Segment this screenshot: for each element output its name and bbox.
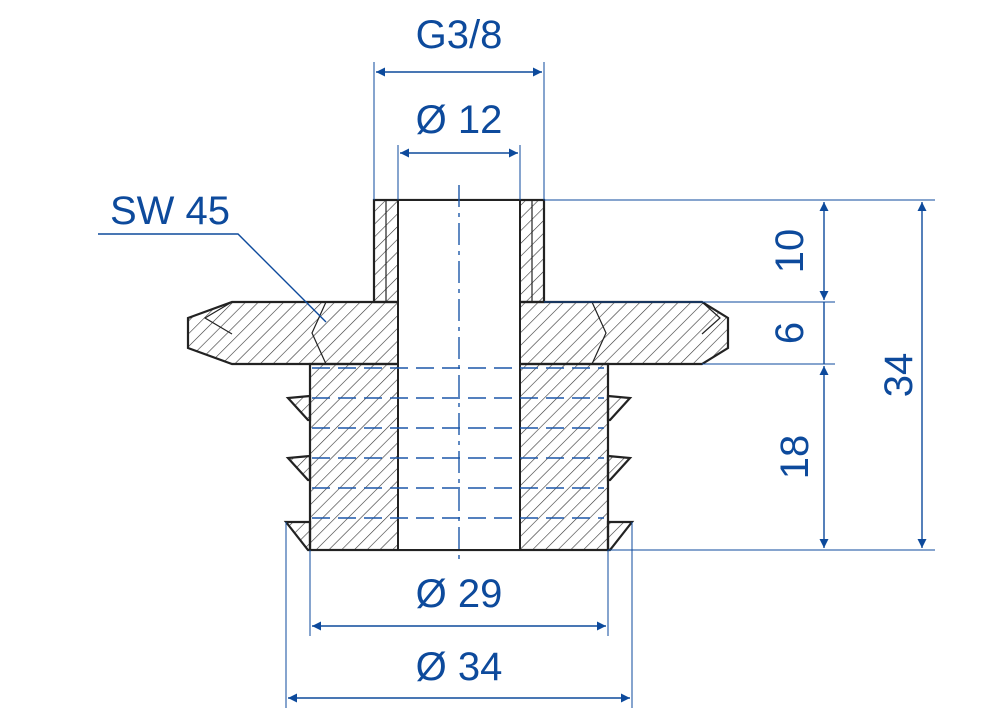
part-section xyxy=(186,185,730,560)
thread-rib xyxy=(283,520,312,552)
height-total-label: 34 xyxy=(877,353,921,398)
bore-diameter-label: Ø 12 xyxy=(416,98,503,142)
wrench-size-label: SW 45 xyxy=(110,189,230,233)
wrench-leader-line xyxy=(98,233,327,323)
thread-label: G3/8 xyxy=(416,13,503,57)
height-bottom-label: 18 xyxy=(773,435,817,480)
outer-diameter-label: Ø 34 xyxy=(416,645,503,689)
thread-rib xyxy=(285,394,312,422)
hex-chamfer xyxy=(203,301,233,335)
hex-edge xyxy=(311,301,327,365)
thread-rib xyxy=(606,454,633,482)
dimensions xyxy=(98,62,935,708)
hex-chamfer xyxy=(701,301,721,335)
thread-rib xyxy=(285,454,312,482)
inner-diameter-label: Ø 29 xyxy=(416,572,503,616)
thread-rib xyxy=(606,394,633,422)
height-top-label: 10 xyxy=(768,229,812,274)
dimension-labels: G3/8 Ø 12 SW 45 10 6 34 18 Ø 29 Ø 34 xyxy=(110,13,921,689)
height-hex-label: 6 xyxy=(768,322,812,344)
thread-rib xyxy=(606,520,635,552)
hex-edge xyxy=(591,301,607,365)
